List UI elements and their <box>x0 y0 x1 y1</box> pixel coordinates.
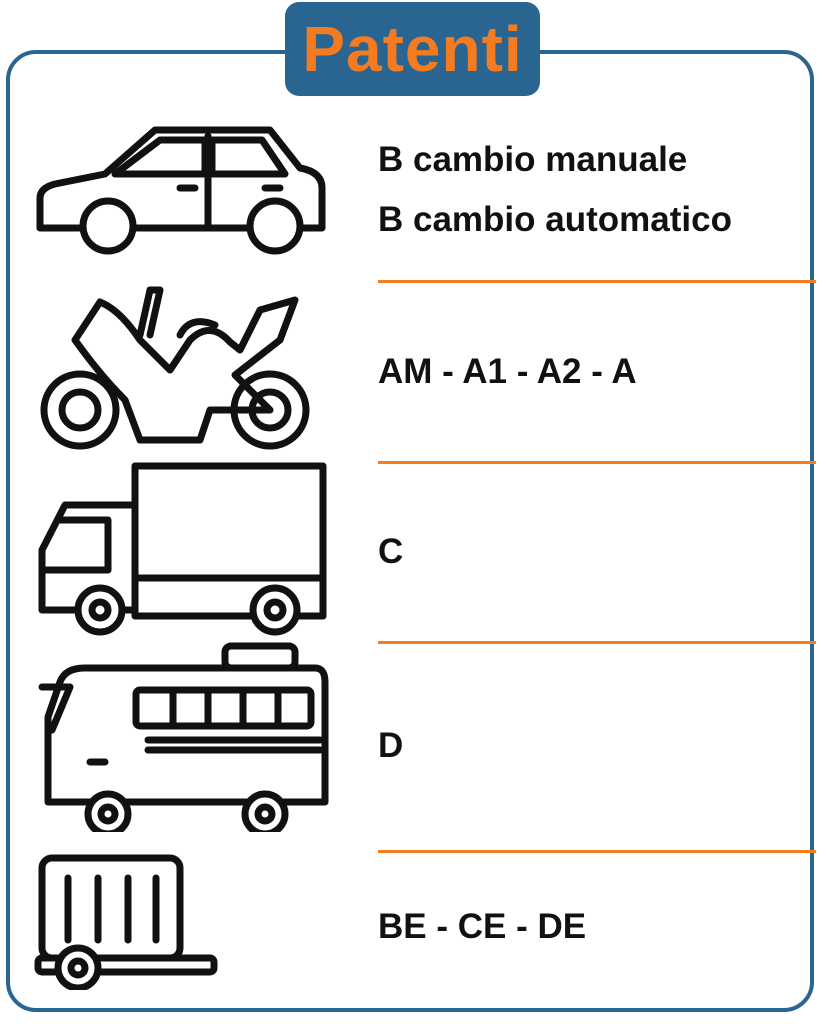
row-divider <box>378 280 816 283</box>
page-title: Patenti <box>302 13 523 85</box>
row-divider <box>378 641 816 644</box>
motorcycle-icon <box>40 286 310 450</box>
car-icon <box>36 126 326 255</box>
license-label: BE - CE - DE <box>378 907 587 946</box>
trailer-icon <box>34 854 218 990</box>
title-banner: Patenti <box>285 2 540 96</box>
license-label: D <box>378 726 404 765</box>
bus-icon <box>38 642 329 832</box>
license-label: B cambio automatico <box>378 200 732 239</box>
license-label: AM - A1 - A2 - A <box>378 352 637 391</box>
license-label: B cambio manuale <box>378 140 688 179</box>
truck-icon <box>38 462 327 636</box>
license-label: C <box>378 532 404 571</box>
row-divider <box>378 850 816 853</box>
row-divider <box>378 461 816 464</box>
